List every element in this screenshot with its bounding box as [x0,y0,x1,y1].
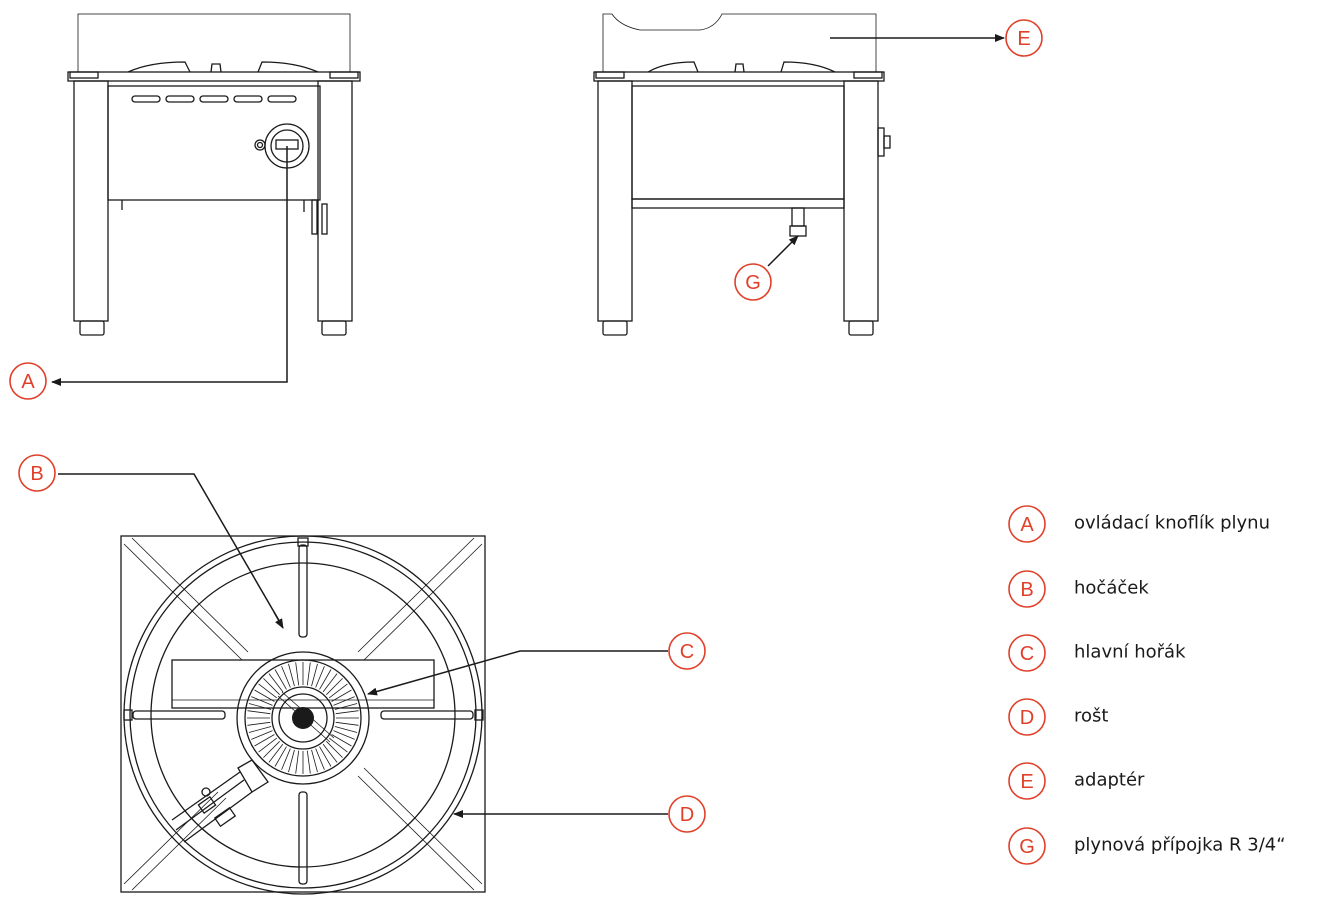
svg-text:G: G [745,272,761,294]
legend-label: adaptér [1074,770,1145,791]
svg-text:A: A [21,371,35,393]
burner-tooth [334,703,358,710]
burner-tooth [334,726,358,733]
burner-tooth [306,662,311,686]
legend-label: plynová přípojka R 3/4“ [1074,835,1286,856]
callout-c: C [668,632,706,670]
burner-tooth [311,749,318,773]
burner-tooth [331,734,352,747]
burner-tooth [268,673,284,693]
burner-tooth [274,669,287,690]
burner-tooth [258,737,278,753]
svg-text:B: B [1020,579,1033,601]
callout-d: D [668,795,706,833]
legend-item-c: C hlavní hořák [1008,634,1186,672]
svg-text:A: A [1020,514,1034,536]
burner-tooth [295,750,300,774]
burner-tooth [248,726,272,733]
burner-tooth [274,746,287,767]
burner-tooth [247,710,271,715]
burner-tooth [319,746,332,767]
burner-tooth [331,689,352,702]
svg-text:D: D [1020,707,1034,729]
top-view [120,535,486,895]
svg-text:C: C [680,641,694,663]
burner-tooth [258,683,278,699]
burner-tooth [247,721,271,726]
burner-tooth [326,678,343,695]
burner-tooth [254,689,275,702]
legend-label: hlavní hořák [1074,642,1186,663]
legend-item-b: B hočáček [1008,570,1149,608]
legend-label: rošt [1074,706,1108,727]
legend-label: ovládací knoflík plynu [1074,513,1270,534]
burner-tooth [319,669,332,690]
burner-tooth [306,750,311,774]
burner-tooth [333,730,355,740]
burner-tooth [322,743,338,763]
burner-tooth [326,741,343,758]
burner-tooth [288,663,295,687]
burner-tooth [251,730,273,740]
burner-tooth [263,741,280,758]
legend-item-g: G plynová přípojka R 3/4“ [1008,827,1286,865]
svg-text:G: G [1019,836,1035,858]
burner-tooth [333,696,355,706]
callout-e: E [1005,19,1043,57]
burner-tooth [328,737,348,753]
front-view [67,13,361,336]
legend-item-a: A ovládací knoflík plynu [1008,505,1270,543]
burner-tooth [315,666,325,688]
svg-text:B: B [30,463,43,485]
burner-tooth [335,710,359,715]
burner-tooth [254,734,275,747]
svg-text:E: E [1017,28,1030,50]
burner-tooth [288,749,295,773]
burner-tooth [281,666,291,688]
burner-tooth [315,748,325,770]
legend: A ovládací knoflík plynu B hočáček C hla… [1008,505,1286,865]
callout-a: A [9,362,47,400]
callout-g: G [734,263,772,301]
legend-label: hočáček [1074,578,1149,599]
svg-text:C: C [1020,643,1034,665]
burner-tooth [251,696,273,706]
side-view [593,13,891,336]
burner-tooth [328,683,348,699]
burner-tooth [322,673,338,693]
burner-tooth [248,703,272,710]
burner-tooth [268,743,284,763]
legend-item-e: E adaptér [1008,762,1145,800]
svg-text:E: E [1020,771,1033,793]
burner-tooth [295,662,300,686]
burner-tooth [281,748,291,770]
legend-item-d: D rošt [1008,698,1108,736]
burner-tooth [311,663,318,687]
callout-b: B [18,454,56,492]
svg-text:D: D [680,804,694,826]
burner-tooth [263,678,280,695]
burner-tooth [335,721,359,726]
